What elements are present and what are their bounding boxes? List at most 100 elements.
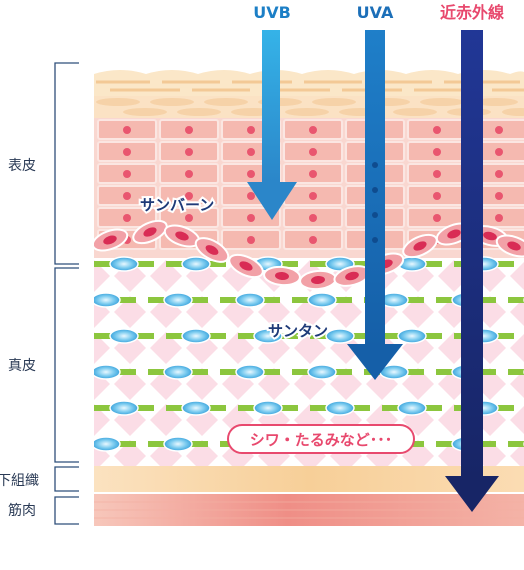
- cell-nucleus: [495, 170, 503, 178]
- elastin-cell: [94, 436, 121, 452]
- melanocyte-nucleus: [345, 271, 359, 281]
- fiber-diamond: [186, 368, 218, 400]
- fiber-diamond: [402, 296, 434, 328]
- collagen-fiber: [94, 333, 118, 339]
- collagen-fiber: [310, 405, 334, 411]
- collagen-fiber: [328, 369, 352, 375]
- cell-nucleus: [309, 192, 317, 200]
- cell-nucleus: [309, 170, 317, 178]
- wrinkles-callout: シワ・たるみなど･･･: [227, 424, 415, 454]
- collagen-fiber: [112, 297, 136, 303]
- collagen-fiber: [508, 297, 524, 303]
- cell-nucleus: [433, 148, 441, 156]
- fiber-diamond: [510, 370, 524, 398]
- ir-arrow: [445, 30, 499, 512]
- collagen-fiber: [148, 441, 172, 447]
- cell-nucleus: [247, 148, 255, 156]
- collagen-fiber: [274, 333, 298, 339]
- cell-nucleus: [185, 170, 193, 178]
- collagen-fiber: [94, 261, 118, 267]
- cell-nucleus: [185, 192, 193, 200]
- elastin-cell: [163, 364, 193, 380]
- melanocyte-nucleus: [413, 241, 427, 251]
- cell-nucleus: [433, 192, 441, 200]
- melanocyte-nucleus: [275, 271, 289, 281]
- elastin-cell: [163, 292, 193, 308]
- collagen-fiber: [292, 369, 316, 375]
- uva-arrow: [347, 30, 403, 380]
- fiber-diamond: [402, 368, 434, 400]
- fiber-diamond: [510, 298, 524, 326]
- collagen-fiber: [184, 369, 208, 375]
- collagen-fiber: [382, 405, 406, 411]
- melanocyte-nucleus: [311, 275, 325, 285]
- collagen-fiber: [310, 261, 334, 267]
- fiber-diamond: [150, 404, 182, 436]
- cell-nucleus: [247, 236, 255, 244]
- fiber-diamond: [330, 296, 362, 328]
- collagen-fiber: [256, 369, 280, 375]
- label-dermis: 真皮: [8, 358, 36, 374]
- label-uva: UVA: [357, 3, 394, 22]
- collagen-fiber: [202, 333, 226, 339]
- label-uvb: UVB: [253, 3, 291, 22]
- collagen-fiber: [472, 369, 496, 375]
- elastin-cell: [307, 292, 337, 308]
- cell-nucleus: [309, 126, 317, 134]
- collagen-fiber: [202, 405, 226, 411]
- elastin-cell: [397, 400, 427, 416]
- elastin-cell: [235, 364, 265, 380]
- cell-nucleus: [495, 192, 503, 200]
- fiber-diamond: [510, 262, 524, 290]
- melanocyte-nucleus: [483, 231, 497, 241]
- collagen-fiber: [436, 441, 460, 447]
- fiber-diamond: [510, 442, 524, 470]
- epidermal-cells: [94, 118, 524, 260]
- elastin-cell: [307, 364, 337, 380]
- cell-nucleus: [247, 170, 255, 178]
- elastin-cell: [181, 400, 211, 416]
- collagen-fiber: [328, 297, 352, 303]
- collagen-fiber: [130, 333, 154, 339]
- cell-nucleus: [123, 192, 131, 200]
- fiber-diamond: [114, 440, 146, 472]
- collagen-fiber: [436, 369, 460, 375]
- collagen-fiber: [436, 297, 460, 303]
- cell-nucleus: [247, 192, 255, 200]
- cell-nucleus: [309, 214, 317, 222]
- collagen-fiber: [166, 405, 190, 411]
- collagen-fiber: [346, 261, 370, 267]
- fiber-diamond: [94, 332, 110, 364]
- collagen-fiber: [130, 405, 154, 411]
- elastin-cell: [253, 328, 283, 344]
- collagen-fiber: [202, 261, 226, 267]
- label-epidermis: 表皮: [8, 158, 36, 174]
- collagen-fiber: [220, 297, 244, 303]
- cell-nucleus: [495, 126, 503, 134]
- fiber-diamond: [294, 332, 326, 364]
- collagen-fiber: [508, 369, 524, 375]
- elastin-cell: [181, 256, 211, 272]
- collagen-fiber: [490, 333, 514, 339]
- melanocyte-cells: [94, 219, 524, 291]
- elastin-cell: [325, 328, 355, 344]
- cell-nucleus: [495, 148, 503, 156]
- cell-nucleus: [123, 126, 131, 134]
- collagen-fiber: [292, 297, 316, 303]
- label-near-infrared: 近赤外線: [440, 3, 504, 22]
- label-suntan: サンタン: [268, 322, 328, 340]
- collagen-fiber: [274, 405, 298, 411]
- collagen-fiber: [346, 333, 370, 339]
- fiber-diamond: [510, 406, 524, 434]
- cell-nucleus: [247, 214, 255, 222]
- collagen-fiber: [166, 333, 190, 339]
- collagen-fiber: [148, 297, 172, 303]
- collagen-fiber: [112, 441, 136, 447]
- label-sunburn: サンバーン: [140, 196, 214, 214]
- fiber-diamond: [94, 260, 110, 292]
- cell-nucleus: [185, 148, 193, 156]
- fiber-diamond: [150, 332, 182, 364]
- collagen-fiber: [166, 261, 190, 267]
- fiber-diamond: [186, 296, 218, 328]
